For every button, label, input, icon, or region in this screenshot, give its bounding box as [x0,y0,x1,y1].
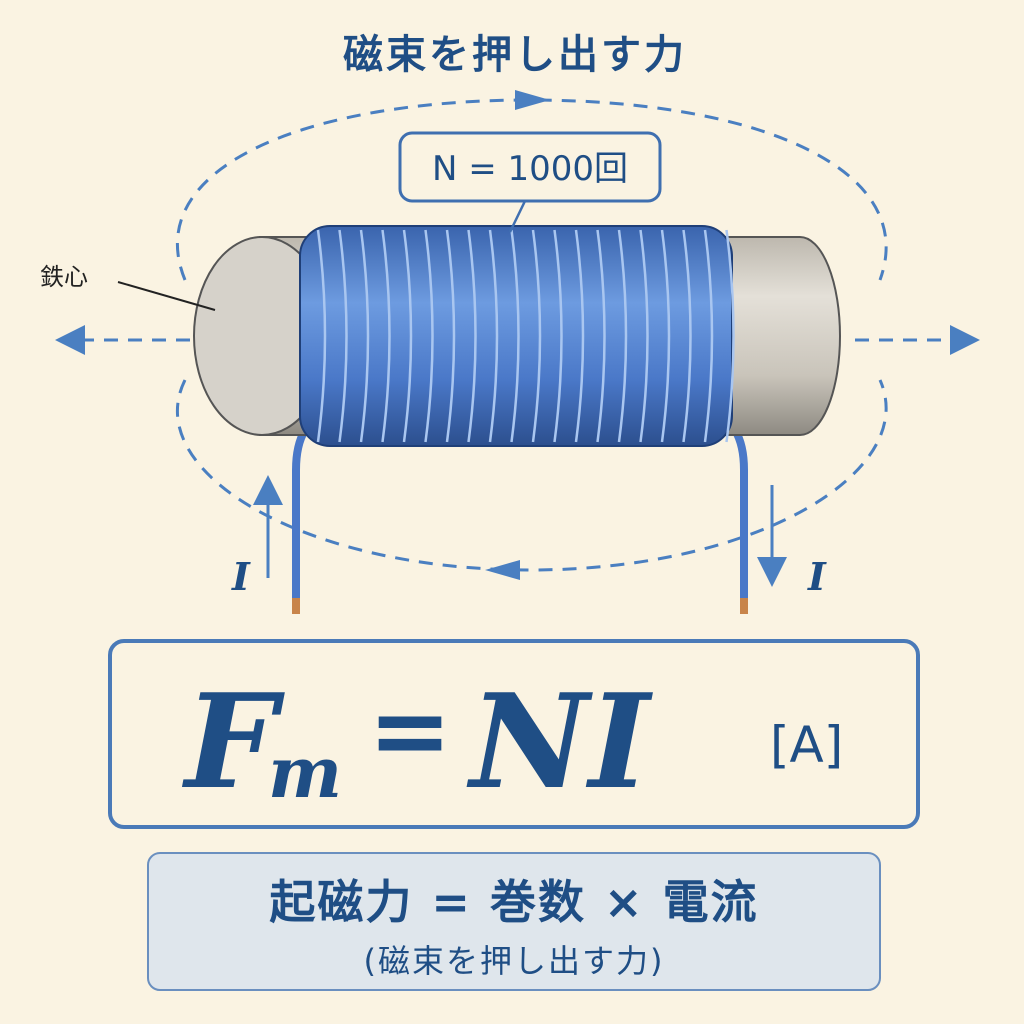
formula-unit: [A] [770,716,843,774]
coil-turn [424,229,434,443]
coil-turn [488,229,499,443]
coil-turn [445,229,456,443]
turns-leader-line [508,200,527,233]
formula-lhs-subscript: m [268,731,342,814]
coil-turn [682,229,692,443]
flux-line-top [176,98,888,281]
formula-rhs: NI [466,665,654,818]
formula-equals: = [368,672,452,789]
coil-turn [703,229,714,443]
formula-box [108,639,920,829]
coil-turn [467,229,477,443]
coil-turn [617,229,628,443]
current-label-right: I [807,554,827,599]
formula-lhs: F [181,665,285,818]
flux-line-bottom [176,379,888,572]
coil-turn [359,229,370,443]
current-arrows [253,475,787,587]
turns-label: N = 1000回 [432,149,628,189]
core-label: 鉄心 [40,263,88,291]
coil-turn [553,229,563,443]
coil-turn [725,229,735,443]
title: 磁束を押し出す力 [343,32,687,78]
coil-turn [639,229,649,443]
coil-turn [402,229,413,443]
coil-turn [381,229,391,443]
coil-turn [510,229,520,443]
coil [299,225,735,447]
flux-lines [55,98,980,572]
coil-turn [596,229,606,443]
flux-direction-arrow-bottom [485,560,520,580]
explanation-sub: (磁束を押し出す力) [364,942,665,980]
explanation-box [147,852,881,991]
coil-turn [338,229,348,443]
turns-label-box [398,131,662,203]
current-label-left: I [231,554,251,599]
coil-turn [531,229,542,443]
core-leader-line [117,281,216,311]
lead-wires [292,427,748,614]
coil-turn [660,229,671,443]
flux-direction-arrow-top [515,90,550,110]
explanation-main: 起磁力 = 巻数 × 電流 [269,875,758,929]
coil-turn [316,229,327,443]
coil-turn [574,229,585,443]
